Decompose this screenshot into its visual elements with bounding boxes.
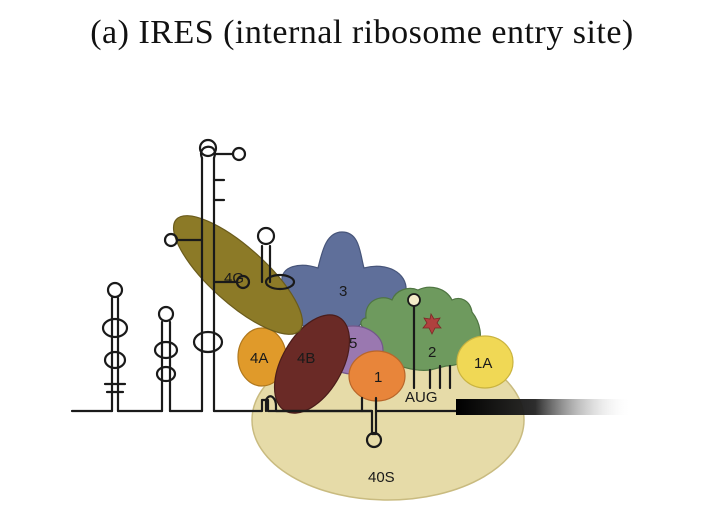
ribosome-40s-label: 40S	[368, 469, 395, 486]
eif4a-label: 4A	[250, 350, 268, 367]
ires-stem-loop-2	[153, 305, 179, 413]
met-trna-star	[422, 312, 442, 335]
mrna-strand	[456, 399, 632, 415]
eif4g-label: 4G	[224, 270, 244, 287]
ires-rna-hairpin-loop	[365, 431, 383, 449]
codon-ticks	[428, 364, 452, 390]
eif4b-label: 4B	[297, 350, 315, 367]
met-trna-head	[407, 293, 421, 307]
ires-stem-loop-1	[101, 281, 129, 413]
ires-rna-baseline	[70, 398, 374, 413]
eif5-label: 5	[349, 335, 357, 352]
eif1a-label: 1A	[474, 355, 492, 372]
start-codon-label: AUG	[405, 389, 438, 406]
ires-rna-stem-up	[360, 396, 378, 413]
figure-title: (a) IRES (internal ribosome entry site)	[90, 14, 634, 51]
ires-stem-loop-3	[163, 138, 251, 413]
eif2-label: 2	[428, 344, 436, 361]
eif3-label: 3	[339, 283, 347, 300]
eif1-label: 1	[374, 369, 382, 386]
eif1a-factor	[456, 335, 514, 389]
ires-stem-loop-4	[256, 226, 296, 291]
eif4g-factor	[172, 215, 304, 335]
